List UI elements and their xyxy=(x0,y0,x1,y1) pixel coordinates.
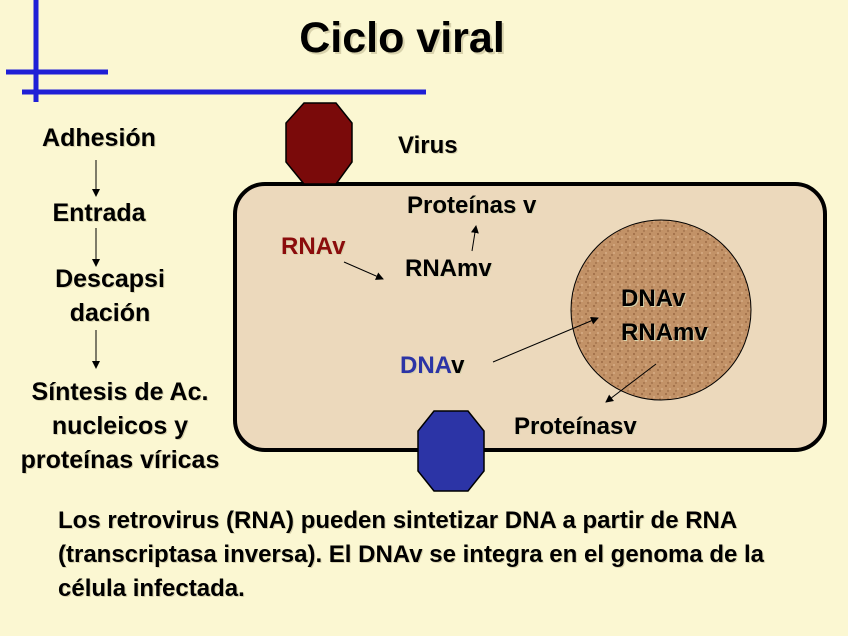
label-proteinas-v: Proteínas v xyxy=(407,192,537,219)
label-dnav: DNAv xyxy=(400,352,464,380)
virus-particle-top xyxy=(285,102,353,185)
label-nucleus-rnamv: RNAmv xyxy=(621,319,708,346)
label-rnamv: RNAmv xyxy=(405,255,492,282)
step-adhesion: Adhesión xyxy=(42,124,156,152)
label-rnav: RNAv xyxy=(281,233,346,260)
step-entrada: Entrada xyxy=(52,199,146,227)
corner-accent-lines xyxy=(6,0,426,102)
page-title: Ciclo viral xyxy=(299,14,505,62)
label-nucleus-dnav: DNAv xyxy=(621,285,686,312)
label-dnav-prefix: DNA xyxy=(400,352,452,379)
cell-nucleus xyxy=(570,219,752,401)
step-sintesis-line2: nucleicos y xyxy=(51,412,189,440)
label-dnav-suffix: v xyxy=(451,352,465,379)
step-sintesis-line1: Síntesis de Ac. xyxy=(31,378,209,406)
label-virus: Virus xyxy=(398,132,458,159)
footnote-text: Los retrovirus (RNA) pueden sintetizar D… xyxy=(58,507,765,602)
virus-particle-bottom xyxy=(417,410,485,492)
step-descapsidacion-line1: Descapsi xyxy=(55,265,165,293)
label-proteinasv: Proteínasv xyxy=(514,413,637,440)
flow-arrows xyxy=(343,225,657,403)
step-sintesis-line3: proteínas víricas xyxy=(20,446,220,474)
step-descapsidacion-line2: dación xyxy=(69,299,151,327)
